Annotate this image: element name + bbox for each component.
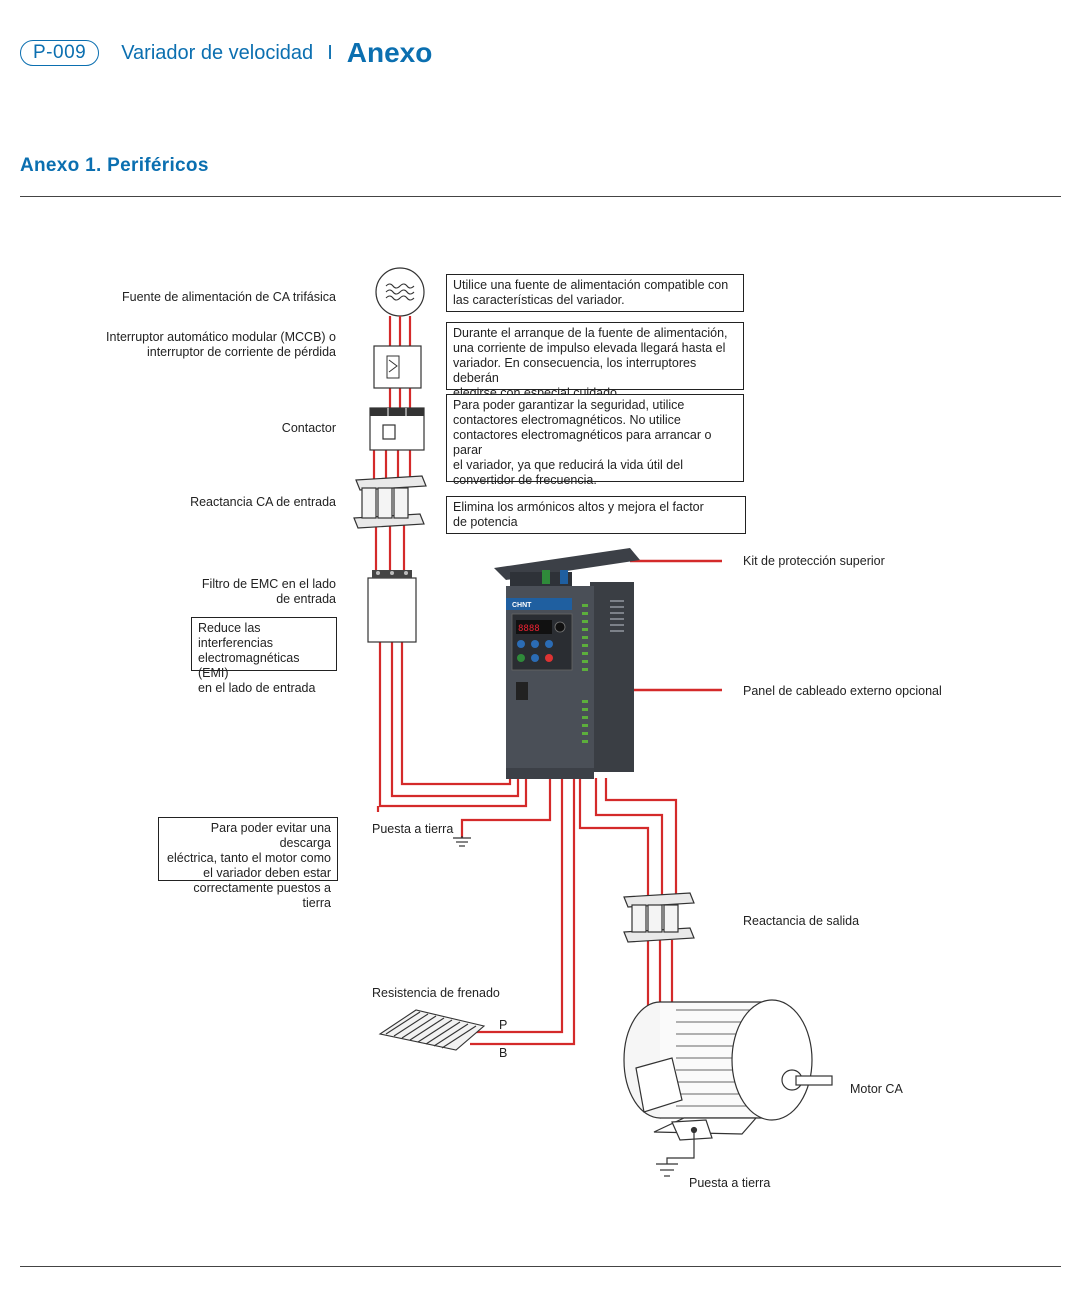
bottom-divider — [20, 1266, 1061, 1267]
label-emc-filter-line2: de entrada — [276, 592, 336, 606]
label-ground-2: Puesta a tierra — [689, 1176, 771, 1190]
ground-symbol-1-icon — [453, 836, 471, 847]
ground-symbol-2-icon — [656, 1132, 695, 1177]
emc-filter-icon — [367, 570, 417, 643]
note-ground-line: correctamente puestos a tierra — [193, 881, 331, 910]
label-breaker-line1: Interruptor automático modular (MCCB) o — [106, 330, 336, 344]
note-grounding: Para poder evitar una descarga eléctrica… — [158, 817, 338, 910]
label-emc-filter-line1: Filtro de EMC en el lado — [201, 577, 336, 591]
chapter-title: Anexo — [346, 37, 433, 68]
note-ground-line: eléctrica, tanto el motor como — [167, 851, 331, 865]
label-breaker-line2: interruptor de corriente de pérdida — [146, 345, 336, 359]
note-contactor-line: Para poder garantizar la seguridad, util… — [453, 398, 685, 412]
note-emc-line: electromagnéticas (EMI) — [198, 651, 300, 680]
inverter-brand-text: CHNT — [512, 602, 532, 609]
note-ground-line: Para poder evitar una descarga — [210, 821, 331, 850]
note-breaker-line: una corriente de impulso elevada llegará… — [453, 341, 726, 355]
top-divider — [20, 196, 1061, 197]
label-ground-1: Puesta a tierra — [372, 822, 454, 836]
note-breaker: Durante el arranque de la fuente de alim… — [446, 322, 744, 400]
note-emc-line: en el lado de entrada — [198, 681, 316, 695]
inverter-drive-icon: CHNT 8888 — [494, 548, 640, 779]
label-output-reactor: Reactancia de salida — [743, 914, 860, 928]
output-reactor-icon — [623, 892, 695, 943]
label-input-reactor: Reactancia CA de entrada — [190, 495, 336, 509]
note-reactor-line: de potencia — [453, 515, 518, 529]
note-breaker-line: variador. En consecuencia, los interrupt… — [453, 356, 697, 385]
note-emc-line: Reduce las interferencias — [198, 621, 274, 650]
label-contactor: Contactor — [281, 421, 336, 435]
header-separator: I — [327, 41, 333, 64]
contactor-icon — [369, 407, 425, 451]
label-brake-resistor: Resistencia de frenado — [372, 986, 500, 1000]
note-power-line: Utilice una fuente de alimentación compa… — [453, 278, 729, 292]
note-input-reactor: Elimina los armónicos altos y mejora el … — [446, 496, 746, 534]
input-reactor-icon — [353, 475, 427, 529]
note-contactor-line: convertidor de frecuencia. — [453, 473, 597, 487]
note-emc-filter: Reduce las interferencias electromagnéti… — [191, 617, 337, 695]
section-title: Anexo 1. Periféricos — [20, 155, 209, 176]
brake-resistor-icon — [378, 1009, 486, 1051]
label-power-source: Fuente de alimentación de CA trifásica — [121, 290, 336, 304]
ac-motor-icon — [623, 999, 833, 1141]
label-terminal-p: P — [499, 1018, 508, 1032]
document-title: Variador de velocidad — [121, 41, 314, 64]
note-power-source: Utilice una fuente de alimentación compa… — [446, 274, 744, 312]
note-contactor-line: contactores electromagnéticos. No utilic… — [453, 413, 681, 427]
note-contactor: Para poder garantizar la seguridad, util… — [446, 394, 744, 487]
ac-power-source-icon — [375, 267, 425, 317]
page-header: P-009 Variador de velocidad I Anexo — [20, 36, 432, 70]
note-reactor-line: Elimina los armónicos altos y mejora el … — [453, 500, 704, 514]
note-breaker-line: Durante el arranque de la fuente de alim… — [453, 326, 728, 340]
note-power-line: las características del variador. — [453, 293, 625, 307]
page-code-badge: P-009 — [20, 40, 100, 66]
label-wiring-panel: Panel de cableado externo opcional — [743, 684, 942, 698]
note-ground-line: el variador deben estar — [203, 866, 331, 880]
label-motor: Motor CA — [850, 1082, 903, 1096]
mccb-breaker-icon — [373, 345, 422, 389]
svg-text:8888: 8888 — [518, 624, 540, 634]
note-contactor-line: contactores electromagnéticos para arran… — [453, 428, 712, 457]
label-terminal-b: B — [499, 1046, 508, 1060]
note-contactor-line: el variador, ya que reducirá la vida úti… — [453, 458, 683, 472]
label-top-kit: Kit de protección superior — [743, 554, 885, 568]
